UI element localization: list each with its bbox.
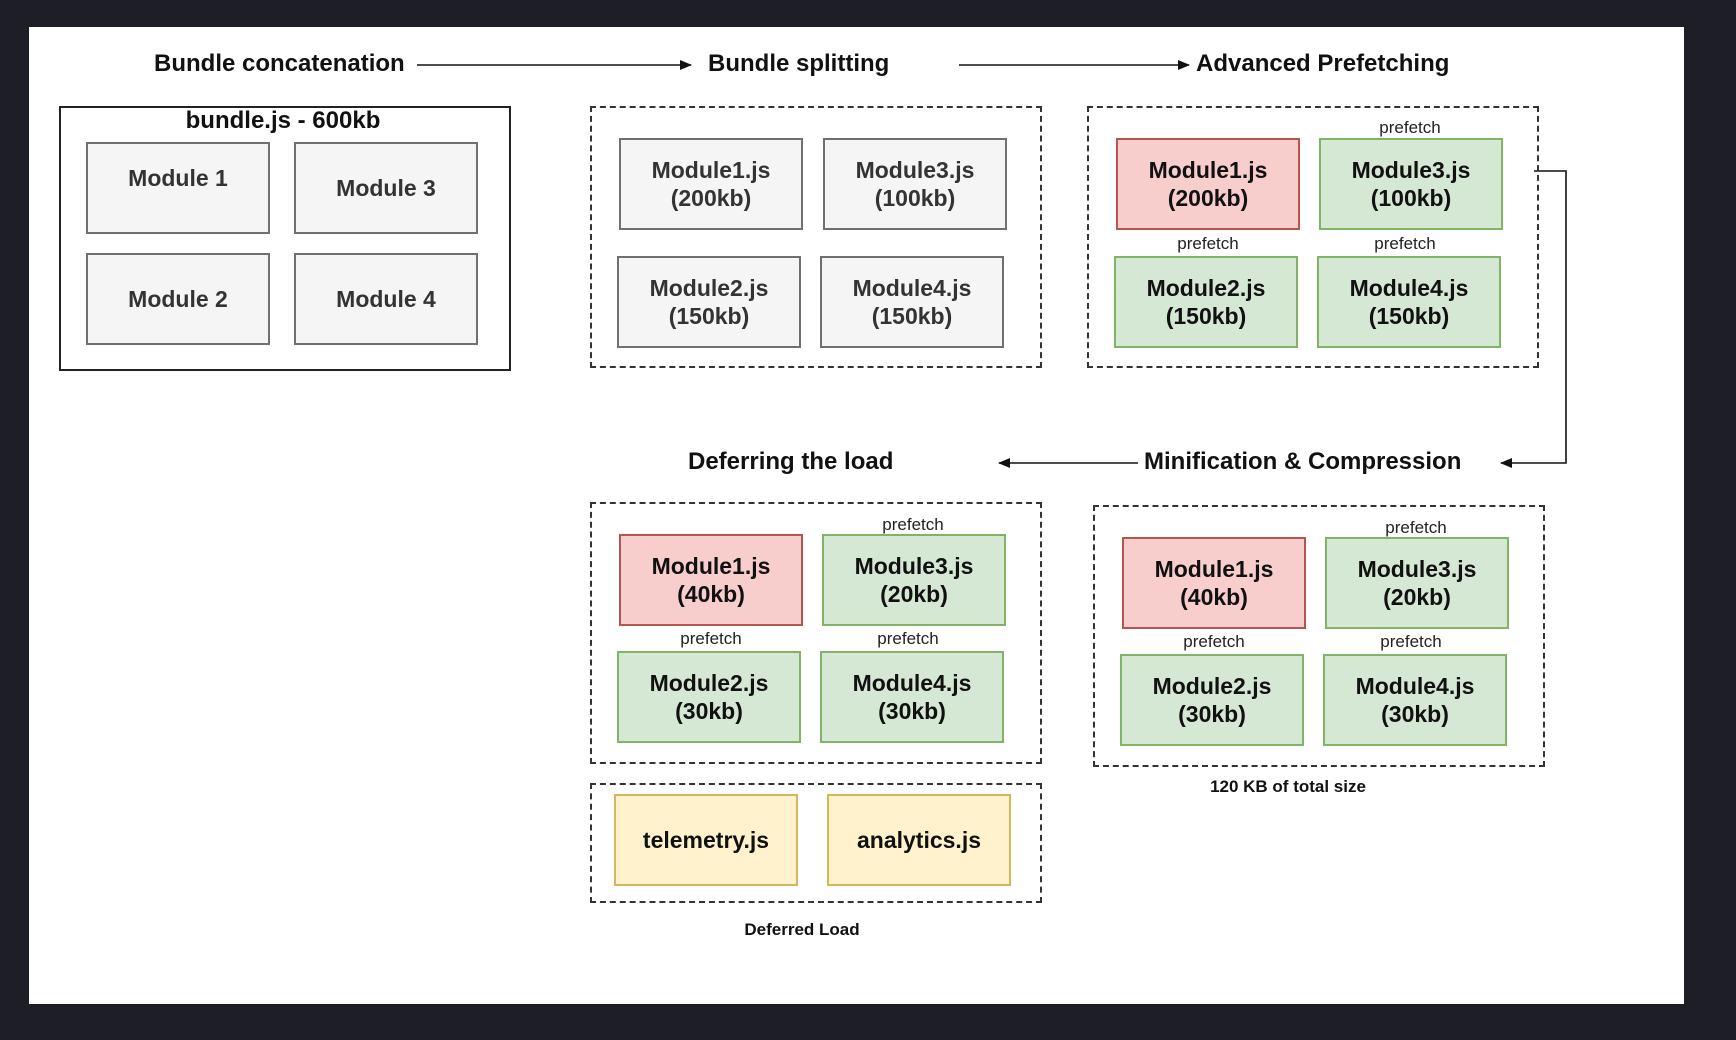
module-size: (100kb) <box>1370 185 1452 211</box>
module-size: (150kb) <box>1368 303 1450 329</box>
module-size: (40kb) <box>1180 584 1248 610</box>
module-size: (30kb) <box>1178 701 1246 727</box>
module-name: Module 3 <box>336 174 436 201</box>
module-name: Module1.js <box>1148 156 1268 183</box>
module-box: Module 4 <box>294 253 478 345</box>
stage-title-deferring: Deferring the load <box>688 448 894 475</box>
module-box-prefetch: Module3.js (20kb) <box>1325 537 1509 629</box>
diagram-canvas: Bundle concatenation Bundle splitting Ad… <box>29 27 1684 1004</box>
module-box-prefetch: Module2.js (30kb) <box>617 651 801 743</box>
deferred-load-caption: Deferred Load <box>744 920 860 939</box>
module-box: Module 3 <box>294 142 478 234</box>
module-name: Module4.js <box>1355 672 1475 699</box>
module-box-prefetch: Module4.js (30kb) <box>820 651 1004 743</box>
arrow-prefetching-to-minification <box>1500 170 1567 468</box>
module-size: (150kb) <box>871 303 953 329</box>
module-name: Module1.js <box>1154 555 1274 582</box>
module-box-critical: Module1.js (40kb) <box>619 534 803 626</box>
module-name: Module4.js <box>1349 274 1469 301</box>
module-name: Module2.js <box>649 669 769 696</box>
prefetch-label: prefetch <box>1177 234 1239 253</box>
minification-container <box>1093 505 1545 767</box>
script-name: analytics.js <box>856 826 982 853</box>
module-box-prefetch: Module3.js (20kb) <box>822 534 1006 626</box>
deferred-script-box: analytics.js <box>827 794 1011 886</box>
module-size: (30kb) <box>675 698 743 724</box>
stage-title-splitting: Bundle splitting <box>708 50 890 77</box>
prefetch-label: prefetch <box>1374 234 1436 253</box>
module-name: Module3.js <box>1357 555 1477 582</box>
total-size-caption: 120 KB of total size <box>1210 777 1366 796</box>
prefetch-label: prefetch <box>877 629 939 648</box>
module-box-prefetch: Module4.js (150kb) <box>1317 256 1501 348</box>
module-name: Module2.js <box>1152 672 1272 699</box>
module-box: Module 1 <box>86 142 270 234</box>
module-name: Module 2 <box>128 285 228 312</box>
module-box: Module2.js (150kb) <box>617 256 801 348</box>
module-size: (200kb) <box>1167 185 1249 211</box>
module-name: Module3.js <box>1351 156 1471 183</box>
bundle-label: bundle.js - 600kb <box>185 107 381 134</box>
module-box-prefetch: Module2.js (30kb) <box>1120 654 1304 746</box>
module-box: Module1.js (200kb) <box>619 138 803 230</box>
module-name: Module 1 <box>128 165 228 191</box>
module-size: (150kb) <box>668 303 750 329</box>
deferred-script-box: telemetry.js <box>614 794 798 886</box>
stage-title-concatenation: Bundle concatenation <box>154 50 405 77</box>
module-size: (20kb) <box>880 581 948 607</box>
module-size: (40kb) <box>677 581 745 607</box>
module-box-critical: Module1.js (40kb) <box>1122 537 1306 629</box>
splitting-container <box>590 106 1042 368</box>
module-name: Module2.js <box>1146 274 1266 301</box>
prefetch-label: prefetch <box>680 629 742 648</box>
connector-layer <box>417 60 1567 468</box>
deferring-container <box>590 502 1042 764</box>
prefetch-label: prefetch <box>1385 518 1447 537</box>
deferred-container <box>590 783 1042 903</box>
module-name: Module4.js <box>852 669 972 696</box>
module-size: (30kb) <box>878 698 946 724</box>
bundle-container <box>59 106 511 371</box>
stage-title-prefetching: Advanced Prefetching <box>1196 50 1450 77</box>
module-name: Module 4 <box>336 285 436 312</box>
module-name: Module1.js <box>651 552 771 579</box>
module-box: Module3.js (100kb) <box>823 138 1007 230</box>
module-size: (150kb) <box>1165 303 1247 329</box>
prefetch-label: prefetch <box>1379 118 1441 137</box>
prefetch-label: prefetch <box>1380 632 1442 651</box>
module-box-prefetch: Module4.js (30kb) <box>1323 654 1507 746</box>
module-size: (100kb) <box>874 185 956 211</box>
module-size: (30kb) <box>1381 701 1449 727</box>
module-size: (20kb) <box>1383 584 1451 610</box>
module-name: Module3.js <box>855 156 975 183</box>
module-box-critical: Module1.js (200kb) <box>1116 138 1300 230</box>
module-name: Module2.js <box>649 274 769 301</box>
module-name: Module4.js <box>852 274 972 301</box>
module-box: Module4.js (150kb) <box>820 256 1004 348</box>
prefetch-label: prefetch <box>882 515 944 534</box>
module-name: Module1.js <box>651 156 771 183</box>
module-size: (200kb) <box>670 185 752 211</box>
stage-title-minification: Minification & Compression <box>1144 448 1462 475</box>
module-box-prefetch: Module3.js (100kb) <box>1319 138 1503 230</box>
prefetching-container <box>1087 106 1539 368</box>
prefetch-label: prefetch <box>1183 632 1245 651</box>
module-box: Module 2 <box>86 253 270 345</box>
module-name: Module3.js <box>854 552 974 579</box>
script-name: telemetry.js <box>642 826 770 853</box>
module-box-prefetch: Module2.js (150kb) <box>1114 256 1298 348</box>
